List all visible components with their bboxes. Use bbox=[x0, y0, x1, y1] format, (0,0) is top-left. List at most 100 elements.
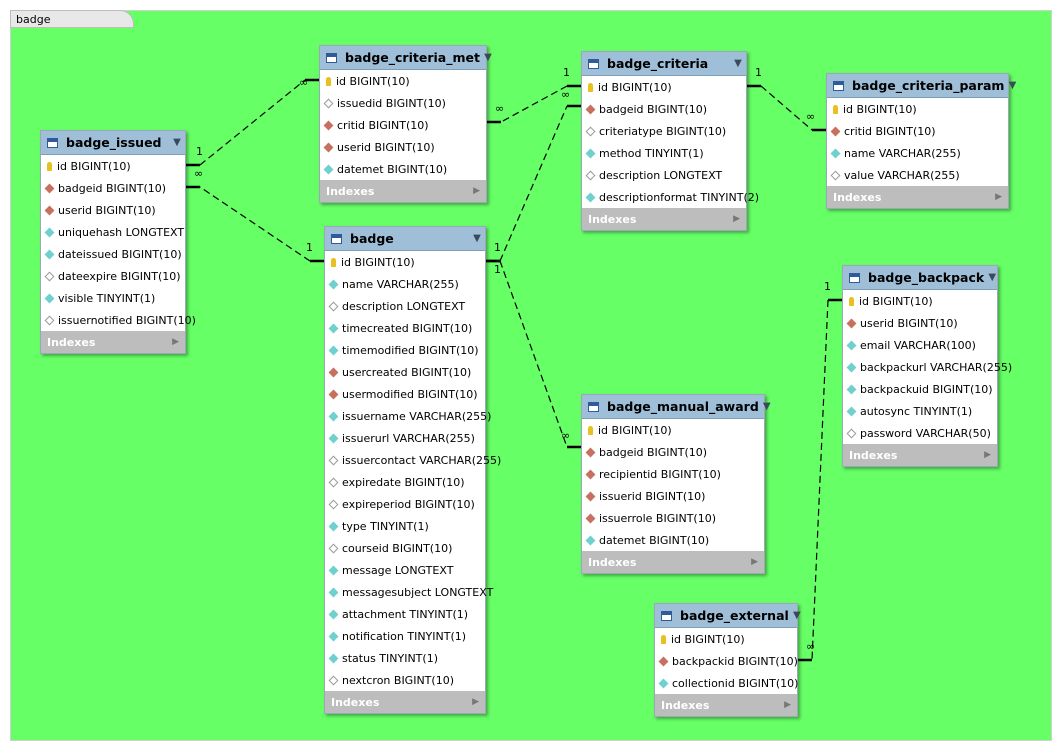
indexes-section[interactable]: Indexes▶ bbox=[827, 186, 1008, 208]
column-row[interactable]: badgeid BIGINT(10) bbox=[582, 98, 746, 120]
column-row[interactable]: issuerrole BIGINT(10) bbox=[582, 507, 764, 529]
table-badge-external[interactable]: badge_external▼id BIGINT(10)backpackid B… bbox=[654, 603, 801, 717]
expand-arrow-icon[interactable]: ▶ bbox=[172, 337, 179, 347]
expand-arrow-icon[interactable]: ▶ bbox=[473, 186, 480, 196]
expand-arrow-icon[interactable]: ▶ bbox=[784, 700, 791, 710]
column-row[interactable]: issuercontact VARCHAR(255) bbox=[325, 449, 501, 471]
table-header[interactable]: badge_criteria_param▼ bbox=[827, 74, 1016, 98]
column-row[interactable]: id BIGINT(10) bbox=[827, 98, 1008, 120]
collapse-triangle-icon[interactable]: ▼ bbox=[762, 401, 771, 412]
table-header[interactable]: badge_manual_award▼ bbox=[582, 395, 771, 419]
column-row[interactable]: dateexpire BIGINT(10) bbox=[41, 265, 185, 287]
column-row[interactable]: expireperiod BIGINT(10) bbox=[325, 493, 485, 515]
column-row[interactable]: badgeid BIGINT(10) bbox=[582, 441, 764, 463]
column-row[interactable]: attachment TINYINT(1) bbox=[325, 603, 485, 625]
table-header[interactable]: badge_issued▼ bbox=[41, 131, 185, 155]
table-badge[interactable]: badge▼id BIGINT(10)name VARCHAR(255)desc… bbox=[324, 226, 501, 714]
column-row[interactable]: nextcron BIGINT(10) bbox=[325, 669, 485, 691]
indexes-section[interactable]: Indexes▶ bbox=[325, 691, 485, 713]
expand-arrow-icon[interactable]: ▶ bbox=[984, 450, 991, 460]
indexes-section[interactable]: Indexes▶ bbox=[320, 180, 486, 202]
collapse-triangle-icon[interactable]: ▼ bbox=[173, 137, 181, 148]
table-header[interactable]: badge_external▼ bbox=[655, 604, 801, 628]
column-row[interactable]: type TINYINT(1) bbox=[325, 515, 485, 537]
column-row[interactable]: criteriatype BIGINT(10) bbox=[582, 120, 746, 142]
column-row[interactable]: email VARCHAR(100) bbox=[843, 334, 997, 356]
indexes-section[interactable]: Indexes▶ bbox=[843, 444, 997, 466]
column-row[interactable]: id BIGINT(10) bbox=[655, 628, 797, 650]
column-row[interactable]: description LONGTEXT bbox=[582, 164, 746, 186]
expand-arrow-icon[interactable]: ▶ bbox=[995, 192, 1002, 202]
relationship-line[interactable] bbox=[199, 186, 311, 262]
column-row[interactable]: datemet BIGINT(10) bbox=[582, 529, 764, 551]
table-badge-criteria-param[interactable]: badge_criteria_param▼id BIGINT(10)critid… bbox=[826, 73, 1016, 209]
column-row[interactable]: id BIGINT(10) bbox=[843, 290, 997, 312]
column-row[interactable]: id BIGINT(10) bbox=[41, 155, 185, 177]
table-header[interactable]: badge_criteria_met▼ bbox=[320, 46, 492, 70]
column-row[interactable]: userid BIGINT(10) bbox=[320, 136, 486, 158]
column-row[interactable]: timecreated BIGINT(10) bbox=[325, 317, 485, 339]
column-row[interactable]: password VARCHAR(50) bbox=[843, 422, 997, 444]
column-row[interactable]: id BIGINT(10) bbox=[582, 419, 764, 441]
column-row[interactable]: issuername VARCHAR(255) bbox=[325, 405, 491, 427]
column-row[interactable]: name VARCHAR(255) bbox=[325, 273, 485, 295]
diagram-tab[interactable]: badge bbox=[10, 10, 134, 28]
relationship-line[interactable] bbox=[760, 85, 813, 131]
expand-arrow-icon[interactable]: ▶ bbox=[733, 214, 740, 224]
collapse-triangle-icon[interactable]: ▼ bbox=[988, 272, 997, 283]
column-row[interactable]: courseid BIGINT(10) bbox=[325, 537, 485, 559]
column-row[interactable]: collectionid BIGINT(10) bbox=[655, 672, 798, 694]
column-row[interactable]: issuernotified BIGINT(10) bbox=[41, 309, 196, 331]
table-header[interactable]: badge▼ bbox=[325, 227, 485, 251]
relationship-line[interactable] bbox=[199, 79, 306, 166]
column-row[interactable]: id BIGINT(10) bbox=[325, 251, 485, 273]
table-header[interactable]: badge_criteria▼ bbox=[582, 52, 746, 76]
column-row[interactable]: descriptionformat TINYINT(2) bbox=[582, 186, 759, 208]
column-row[interactable]: message LONGTEXT bbox=[325, 559, 485, 581]
expand-arrow-icon[interactable]: ▶ bbox=[751, 557, 758, 567]
column-row[interactable]: usermodified BIGINT(10) bbox=[325, 383, 485, 405]
column-row[interactable]: userid BIGINT(10) bbox=[843, 312, 997, 334]
column-row[interactable]: id BIGINT(10) bbox=[582, 76, 746, 98]
table-badge-manual-award[interactable]: badge_manual_award▼id BIGINT(10)badgeid … bbox=[581, 394, 771, 574]
column-row[interactable]: timemodified BIGINT(10) bbox=[325, 339, 485, 361]
column-row[interactable]: autosync TINYINT(1) bbox=[843, 400, 997, 422]
table-badge-criteria[interactable]: badge_criteria▼id BIGINT(10)badgeid BIGI… bbox=[581, 51, 759, 231]
column-row[interactable]: value VARCHAR(255) bbox=[827, 164, 1008, 186]
column-row[interactable]: datemet BIGINT(10) bbox=[320, 158, 486, 180]
relationship-line[interactable] bbox=[499, 105, 568, 262]
column-row[interactable]: name VARCHAR(255) bbox=[827, 142, 1008, 164]
column-row[interactable]: issuerurl VARCHAR(255) bbox=[325, 427, 485, 449]
relationship-line[interactable] bbox=[499, 260, 568, 448]
column-row[interactable]: method TINYINT(1) bbox=[582, 142, 746, 164]
collapse-triangle-icon[interactable]: ▼ bbox=[734, 58, 742, 69]
table-badge-criteria-met[interactable]: badge_criteria_met▼id BIGINT(10)issuedid… bbox=[319, 45, 492, 203]
indexes-section[interactable]: Indexes▶ bbox=[582, 551, 764, 573]
column-row[interactable]: id BIGINT(10) bbox=[320, 70, 486, 92]
relationship-line[interactable] bbox=[500, 85, 568, 123]
column-row[interactable]: dateissued BIGINT(10) bbox=[41, 243, 185, 265]
column-row[interactable]: uniquehash LONGTEXT bbox=[41, 221, 185, 243]
column-row[interactable]: description LONGTEXT bbox=[325, 295, 485, 317]
column-row[interactable]: critid BIGINT(10) bbox=[320, 114, 486, 136]
column-row[interactable]: usercreated BIGINT(10) bbox=[325, 361, 485, 383]
collapse-triangle-icon[interactable]: ▼ bbox=[473, 233, 481, 244]
table-header[interactable]: badge_backpack▼ bbox=[843, 266, 997, 290]
column-row[interactable]: critid BIGINT(10) bbox=[827, 120, 1008, 142]
column-row[interactable]: backpackurl VARCHAR(255) bbox=[843, 356, 1012, 378]
table-badge-backpack[interactable]: badge_backpack▼id BIGINT(10)userid BIGIN… bbox=[842, 265, 1012, 467]
collapse-triangle-icon[interactable]: ▼ bbox=[792, 610, 801, 621]
column-row[interactable]: expiredate BIGINT(10) bbox=[325, 471, 485, 493]
column-row[interactable]: issuerid BIGINT(10) bbox=[582, 485, 764, 507]
collapse-triangle-icon[interactable]: ▼ bbox=[484, 52, 492, 63]
column-row[interactable]: messagesubject LONGTEXT bbox=[325, 581, 493, 603]
indexes-section[interactable]: Indexes▶ bbox=[582, 208, 746, 230]
collapse-triangle-icon[interactable]: ▼ bbox=[1008, 80, 1017, 91]
expand-arrow-icon[interactable]: ▶ bbox=[472, 697, 479, 707]
table-badge-issued[interactable]: badge_issued▼id BIGINT(10)badgeid BIGINT… bbox=[40, 130, 196, 354]
column-row[interactable]: notification TINYINT(1) bbox=[325, 625, 485, 647]
indexes-section[interactable]: Indexes▶ bbox=[655, 694, 797, 716]
column-row[interactable]: backpackuid BIGINT(10) bbox=[843, 378, 997, 400]
indexes-section[interactable]: Indexes▶ bbox=[41, 331, 185, 353]
column-row[interactable]: badgeid BIGINT(10) bbox=[41, 177, 185, 199]
